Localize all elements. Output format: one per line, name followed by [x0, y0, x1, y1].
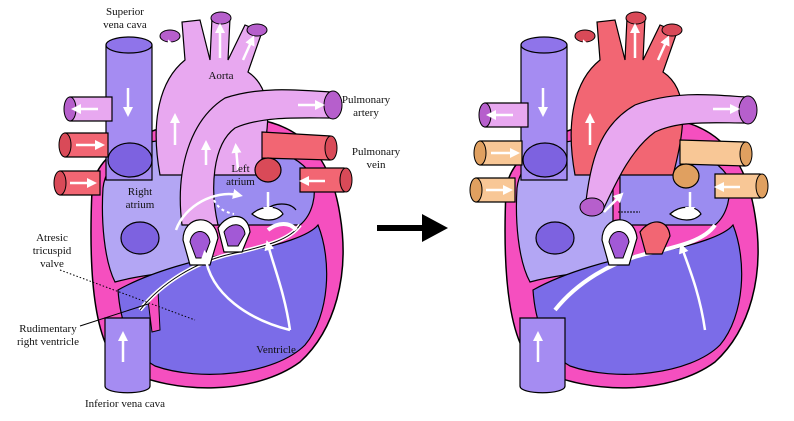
label-line: Atresic [36, 232, 68, 244]
pulmonary-vein-opening [254, 157, 282, 183]
label-line: atrium [125, 199, 155, 211]
label-line: Pulmonary [351, 146, 401, 158]
leader-atresic-valve [59, 269, 196, 321]
label-pulmonary-vein: Pulmonary vein [346, 146, 406, 172]
label-left-atrium: Left atrium [218, 163, 263, 189]
label-superior-vena-cava: Superior vena cava [90, 6, 160, 32]
inferior-vena-cava [104, 317, 151, 394]
label-line: Pulmonary [341, 94, 391, 106]
label-line: Superior [106, 6, 144, 18]
label-rudimentary-right-ventricle: Rudimentary right ventricle [8, 323, 88, 349]
label-line: artery [353, 107, 379, 119]
svc-opening [107, 142, 153, 178]
label-line: atrium [226, 176, 255, 188]
label-line: valve [40, 258, 64, 270]
label-line: Rudimentary [19, 323, 77, 335]
flow-arrows [70, 23, 325, 362]
label-line: Aorta [208, 70, 234, 82]
label-line: Left [231, 163, 250, 175]
ivc-opening [120, 221, 160, 255]
label-line: Inferior vena cava [84, 398, 165, 410]
label-line: Right [127, 186, 153, 198]
label-line: tricuspid [32, 245, 72, 257]
label-right-atrium: Right atrium [115, 186, 165, 212]
label-ventricle: Ventricle [246, 344, 306, 357]
leader-rudimentary-ventricle [79, 303, 149, 327]
label-aorta: Aorta [196, 70, 246, 83]
label-line: Ventricle [256, 344, 296, 356]
right-arrow-icon [377, 214, 448, 242]
heart-after [469, 11, 769, 394]
label-pulmonary-artery: Pulmonary artery [336, 94, 396, 120]
label-line: vena cava [103, 19, 147, 31]
label-line: vein [366, 159, 386, 171]
label-line: right ventricle [16, 336, 79, 348]
label-atresic-tricuspid-valve: Atresic tricuspid valve [22, 232, 82, 271]
heart-before [53, 11, 353, 394]
label-inferior-vena-cava: Inferior vena cava [70, 398, 180, 411]
